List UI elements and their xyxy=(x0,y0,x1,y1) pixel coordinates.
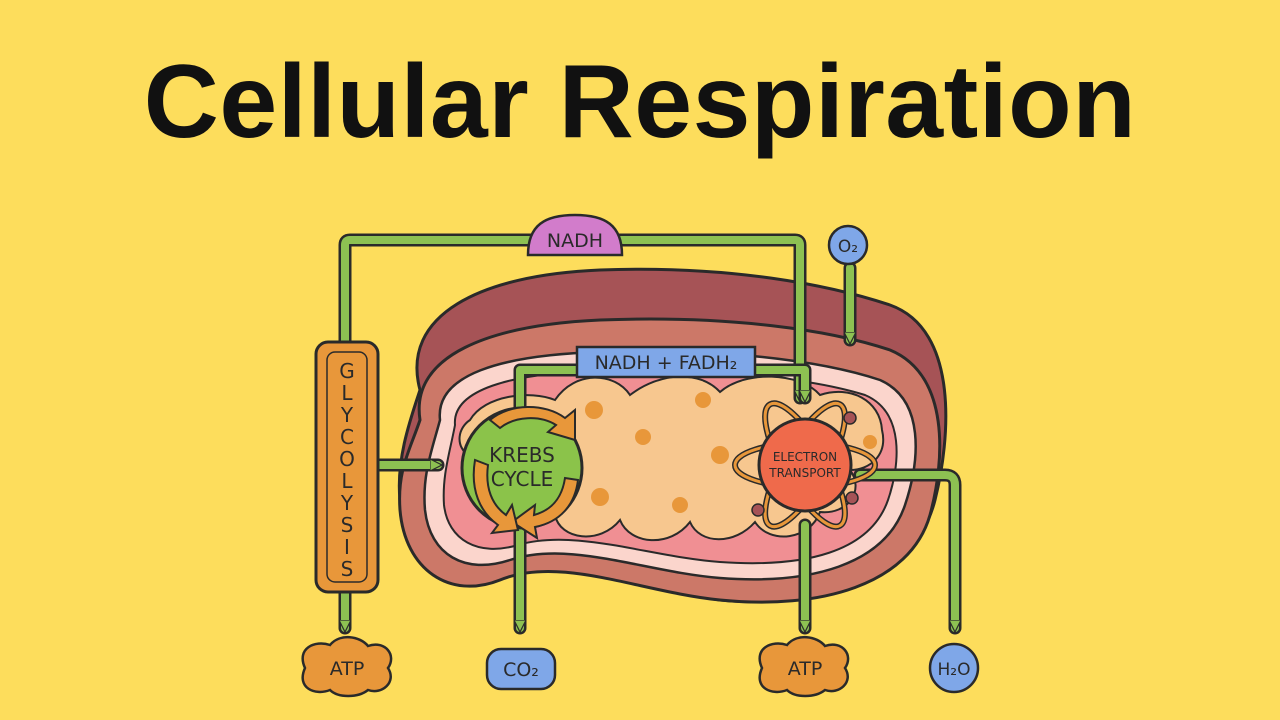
glycolysis-letter: G xyxy=(339,359,355,383)
co2-node: CO₂ xyxy=(485,647,557,691)
glycolysis-node: G L Y C O L Y S I S xyxy=(314,340,380,594)
glycolysis-letter: O xyxy=(339,447,355,471)
glycolysis-letter: S xyxy=(341,557,354,581)
oxygen-node: O₂ xyxy=(827,224,869,266)
electron-transport-label-line2: TRANSPORT xyxy=(768,466,841,480)
krebs-label-line2: CYCLE xyxy=(491,467,553,491)
matrix-granule xyxy=(585,401,603,419)
atp-left-label: ATP xyxy=(330,658,365,680)
glycolysis-letter: Y xyxy=(340,403,354,427)
atp-right-node: ATP xyxy=(758,636,850,698)
water-node: H₂O xyxy=(928,642,980,694)
glycolysis-letter: L xyxy=(341,469,353,493)
glycolysis-letter: L xyxy=(341,381,353,405)
co2-label: CO₂ xyxy=(503,659,539,681)
electron-icon xyxy=(845,491,859,505)
matrix-granule xyxy=(711,446,729,464)
matrix-granule xyxy=(695,392,711,408)
krebs-cycle-node: KREBS CYCLE xyxy=(460,406,584,541)
electron-transport-node: ELECTRON TRANSPORT xyxy=(732,400,878,530)
electron-icon xyxy=(751,503,765,517)
page-title: Cellular Respiration xyxy=(143,44,1137,160)
electron-icon xyxy=(843,411,857,425)
atp-right-label: ATP xyxy=(788,658,823,680)
nadh-fadh2-node: NADH + FADH₂ xyxy=(575,345,757,379)
matrix-granule xyxy=(591,488,609,506)
atp-left-node: ATP xyxy=(301,636,393,698)
glycolysis-letter: Y xyxy=(340,491,354,515)
matrix-granule xyxy=(863,435,877,449)
nadh-fadh2-label: NADH + FADH₂ xyxy=(595,352,738,374)
glycolysis-letter: S xyxy=(341,513,354,537)
matrix-granule xyxy=(635,429,651,445)
glycolysis-letter: I xyxy=(344,535,350,559)
glycolysis-letter: C xyxy=(340,425,354,449)
oxygen-label: O₂ xyxy=(838,237,858,257)
cycle-arrows-icon xyxy=(472,406,580,541)
matrix-granule xyxy=(672,497,688,513)
nadh-top-label: NADH xyxy=(547,230,603,252)
electron-transport-label-line1: ELECTRON xyxy=(773,450,837,464)
krebs-label-line1: KREBS xyxy=(489,443,555,467)
nadh-top-node: NADH xyxy=(526,213,624,257)
water-label: H₂O xyxy=(938,660,971,680)
